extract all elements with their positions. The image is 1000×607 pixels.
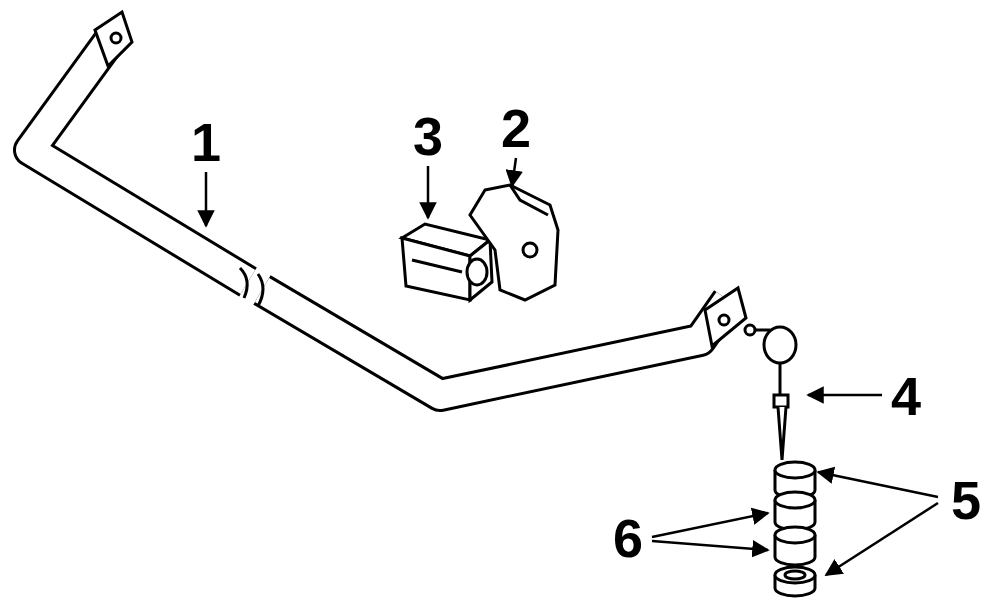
callout-number: 5 [951, 473, 981, 527]
callout-number: 6 [613, 511, 643, 565]
bushing-bracket [470, 185, 558, 300]
callout-number: 3 [413, 109, 443, 163]
callout-number: 4 [891, 369, 921, 423]
callout-number: 2 [501, 101, 531, 155]
callout-number: 1 [191, 115, 221, 169]
stabilizer-link [745, 325, 796, 460]
stabilizer-bar [30, 40, 728, 395]
leader-lines [206, 158, 938, 575]
link-bushings [775, 462, 815, 596]
bar-end-plate [95, 12, 746, 346]
bar-bushing [402, 224, 492, 300]
